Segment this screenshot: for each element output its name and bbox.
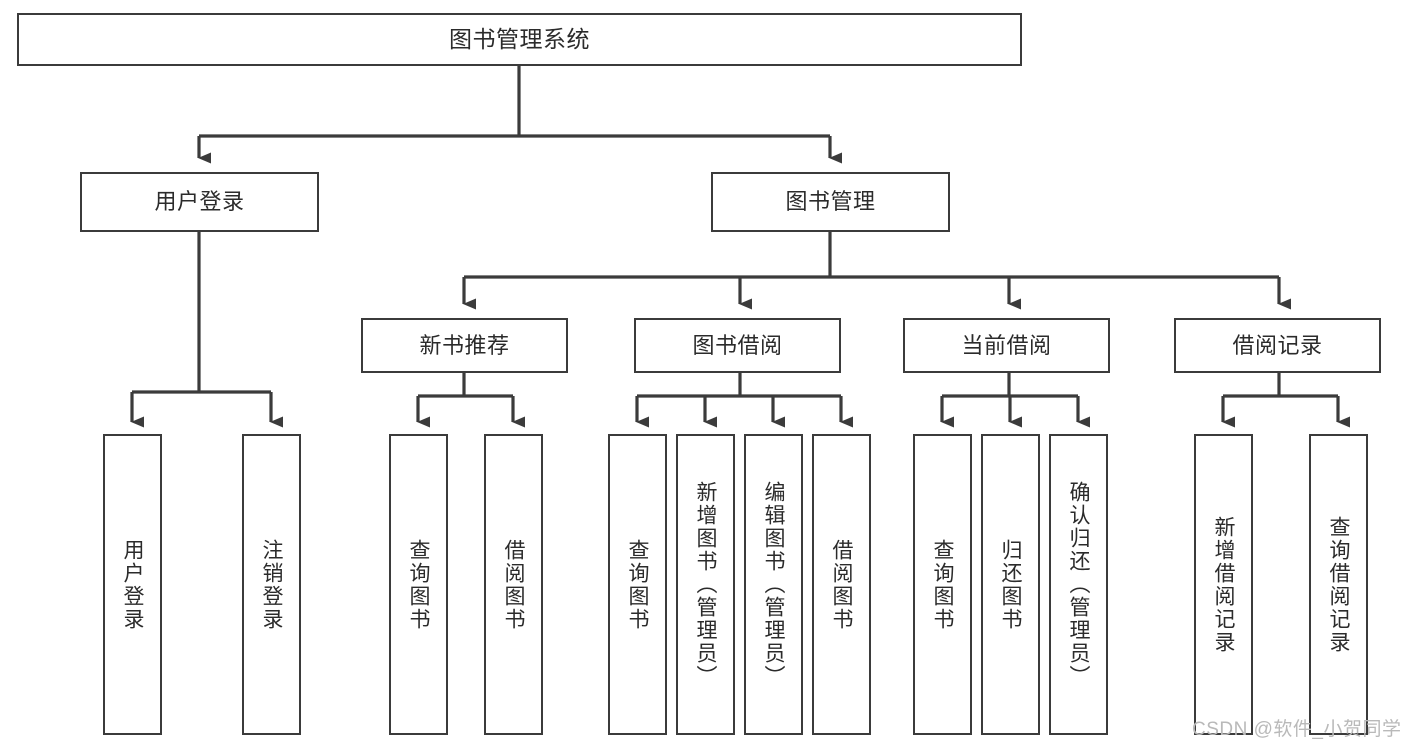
node-leaf-record-query-borrow-record[interactable]: 查询借阅记录 <box>1309 434 1368 735</box>
node-leaf-current-query-book[interactable]: 查询图书 <box>913 434 972 735</box>
node-leaf-borrow-borrow-book[interactable]: 借阅图书 <box>812 434 871 735</box>
node-leaf-user-logout[interactable]: 注销登录 <box>242 434 301 735</box>
node-label: 图书管理系统 <box>449 25 590 52</box>
node-label: 查询图书 <box>407 538 430 631</box>
node-book-management[interactable]: 图书管理 <box>711 172 950 232</box>
node-leaf-user-login[interactable]: 用户登录 <box>103 434 162 735</box>
node-label: 当前借阅 <box>961 332 1052 358</box>
node-leaf-current-return-book[interactable]: 归还图书 <box>981 434 1040 735</box>
node-book-borrow[interactable]: 图书借阅 <box>634 318 841 373</box>
node-label: 用户登录 <box>154 189 245 215</box>
node-label: 查询图书 <box>931 538 954 631</box>
node-label: 新增图书（管理员） <box>694 481 717 688</box>
node-label: 查询图书 <box>626 538 649 631</box>
node-root-book-management-system[interactable]: 图书管理系统 <box>17 13 1022 66</box>
node-leaf-newbook-query-book[interactable]: 查询图书 <box>389 434 448 735</box>
node-leaf-newbook-borrow-book[interactable]: 借阅图书 <box>484 434 543 735</box>
node-label: 借阅记录 <box>1232 332 1323 358</box>
node-current-borrow[interactable]: 当前借阅 <box>903 318 1110 373</box>
node-label: 借阅图书 <box>502 538 525 631</box>
node-label: 确认归还（管理员） <box>1067 481 1090 688</box>
node-label: 新增借阅记录 <box>1212 515 1235 654</box>
node-label: 图书管理 <box>785 189 876 215</box>
node-label: 图书借阅 <box>692 332 783 358</box>
node-borrow-record[interactable]: 借阅记录 <box>1174 318 1381 373</box>
node-leaf-borrow-add-book-admin[interactable]: 新增图书（管理员） <box>676 434 735 735</box>
node-leaf-record-add-borrow-record[interactable]: 新增借阅记录 <box>1194 434 1253 735</box>
node-leaf-current-confirm-return-admin[interactable]: 确认归还（管理员） <box>1049 434 1108 735</box>
node-label: 归还图书 <box>999 538 1022 631</box>
node-leaf-borrow-edit-book-admin[interactable]: 编辑图书（管理员） <box>744 434 803 735</box>
node-label: 新书推荐 <box>419 332 510 358</box>
node-label: 用户登录 <box>121 538 144 631</box>
node-user-login[interactable]: 用户登录 <box>80 172 319 232</box>
node-label: 注销登录 <box>260 538 283 631</box>
node-new-book-recommendation[interactable]: 新书推荐 <box>361 318 568 373</box>
node-label: 查询借阅记录 <box>1327 515 1350 654</box>
node-label: 编辑图书（管理员） <box>762 481 785 688</box>
node-leaf-borrow-query-book[interactable]: 查询图书 <box>608 434 667 735</box>
node-label: 借阅图书 <box>830 538 853 631</box>
